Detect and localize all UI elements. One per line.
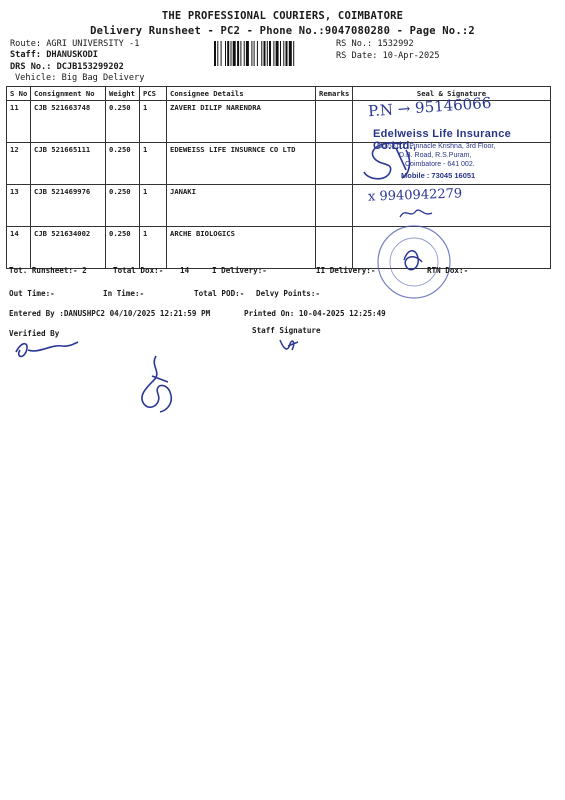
in-time: In Time:- — [103, 289, 145, 298]
col-pcs: PCS — [139, 86, 167, 101]
total-dox-value: 14 — [180, 266, 190, 275]
verified-by-label: Verified By — [9, 329, 60, 338]
company-stamp: Edelweiss Life Insurance Co.Ltd., No.581… — [359, 128, 551, 186]
drs-value: DCJB153299202 — [56, 62, 124, 72]
i-delivery: I Delivery:- — [212, 266, 267, 275]
ii-delivery: II Delivery:- — [316, 266, 376, 275]
col-weight: Weight — [105, 86, 140, 101]
col-consignment: Consignment No — [30, 86, 106, 101]
table-header-row: S No Consignment No Weight PCS Consignee… — [6, 86, 551, 101]
delivery-table: S No Consignment No Weight PCS Consignee… — [6, 86, 551, 269]
route-label: Route: — [10, 39, 42, 49]
entered-by: Entered By :DANUSHPC2 04/10/2025 12:21:5… — [9, 309, 211, 318]
drs-label: DRS No.: — [10, 62, 52, 72]
cell-sno: 12 — [6, 142, 31, 185]
cell-consignment: CJB 521665111 — [30, 142, 106, 185]
out-time: Out Time:- — [9, 289, 55, 298]
vehicle-value: Big Bag Delivery — [61, 73, 145, 83]
cell-pcs: 1 — [139, 226, 167, 269]
runsheet-subtitle: Delivery Runsheet - PC2 - Phone No.:9047… — [90, 25, 475, 37]
cell-consignee: JANAKI — [166, 184, 316, 227]
cell-weight: 0.250 — [105, 184, 140, 227]
total-pod: Total POD:- — [194, 289, 245, 298]
large-signature-icon — [141, 355, 173, 413]
printed-on: Printed On: 10-04-2025 12:25:49 — [244, 309, 386, 318]
table-row: 12 CJB 521665111 0.250 1 EDEWEISS LIFE I… — [6, 142, 551, 185]
cell-weight: 0.250 — [105, 142, 140, 185]
tot-runsheet: Tot. Runsheet:- 2 — [9, 266, 87, 275]
table-row: 14 CJB 521634002 0.250 1 ARCHE BIOLOGICS — [6, 226, 551, 269]
col-sno: S No — [6, 86, 31, 101]
verified-signature-icon — [15, 341, 79, 358]
barcode-icon — [214, 41, 295, 66]
col-consignee: Consignee Details — [166, 86, 316, 101]
cell-pcs: 1 — [139, 100, 167, 143]
rs-date-value: 10-Apr-2025 — [382, 51, 440, 61]
cell-remarks — [315, 226, 353, 269]
rs-date-line: RS Date: 10-Apr-2025 — [336, 51, 440, 61]
stamp-line-2: No.581/1, Pinnacle Krishna, 3rd Floor, — [377, 143, 496, 150]
cell-pcs: 1 — [139, 142, 167, 185]
stamp-line-4: Coimbatore - 641 002. — [405, 161, 475, 168]
rs-no-line: RS No.: 1532992 — [336, 39, 414, 49]
cell-sno: 11 — [6, 100, 31, 143]
round-seal-icon — [377, 225, 451, 299]
cell-consignee: ARCHE BIOLOGICS — [166, 226, 316, 269]
staff-signature-icon — [279, 339, 299, 351]
route-value: AGRI UNIVERSITY -1 — [46, 39, 140, 49]
cell-weight: 0.250 — [105, 226, 140, 269]
col-remarks: Remarks — [315, 86, 353, 101]
table-row: 11 CJB 521663748 0.250 1 ZAVERI DILIP NA… — [6, 100, 551, 143]
cell-pcs: 1 — [139, 184, 167, 227]
drs-line: DRS No.: DCJB153299202 — [10, 62, 124, 72]
cell-consignee: EDEWEISS LIFE INSURNCE CO LTD — [166, 142, 316, 185]
vehicle-label: Vehicle: — [15, 73, 57, 83]
cell-sno: 13 — [6, 184, 31, 227]
cell-remarks — [315, 100, 353, 143]
cell-remarks — [315, 142, 353, 185]
rs-no-label: RS No.: — [336, 39, 373, 49]
cell-consignment: CJB 521634002 — [30, 226, 106, 269]
cell-remarks — [315, 184, 353, 227]
cell-consignment: CJB 521663748 — [30, 100, 106, 143]
stamp-line-5: Mobile : 73045 16051 — [401, 171, 476, 180]
staff-label: Staff: — [10, 50, 42, 60]
staff-signature-label: Staff Signature — [252, 326, 321, 335]
stamp-line-3: D.B. Road, R.S.Puram, — [399, 152, 472, 159]
rs-date-label: RS Date: — [336, 51, 378, 61]
total-dox-label: Total Dox:- — [113, 266, 164, 275]
rs-no-value: 1532992 — [377, 39, 414, 49]
initials-row13-icon — [399, 209, 433, 218]
vehicle-line: Vehicle: Big Bag Delivery — [15, 73, 144, 83]
cell-seal — [352, 226, 551, 269]
table-row: 13 CJB 521469976 0.250 1 JANAKI — [6, 184, 551, 227]
rtn-dox: RTN Dox:- — [427, 266, 469, 275]
delvy-points: Delvy Points:- — [256, 289, 321, 298]
cell-sno: 14 — [6, 226, 31, 269]
cell-consignee: ZAVERI DILIP NARENDRA — [166, 100, 316, 143]
cell-weight: 0.250 — [105, 100, 140, 143]
route-line: Route: AGRI UNIVERSITY -1 — [10, 39, 139, 49]
company-title: THE PROFESSIONAL COURIERS, COIMBATORE — [161, 10, 404, 22]
signature-row12-icon — [363, 142, 411, 180]
staff-value: DHANUSKODI — [46, 50, 98, 60]
staff-line: Staff: DHANUSKODI — [10, 50, 98, 60]
stamp-line-1: Edelweiss Life Insurance Co.Ltd., — [373, 128, 512, 152]
cell-consignment: CJB 521469976 — [30, 184, 106, 227]
